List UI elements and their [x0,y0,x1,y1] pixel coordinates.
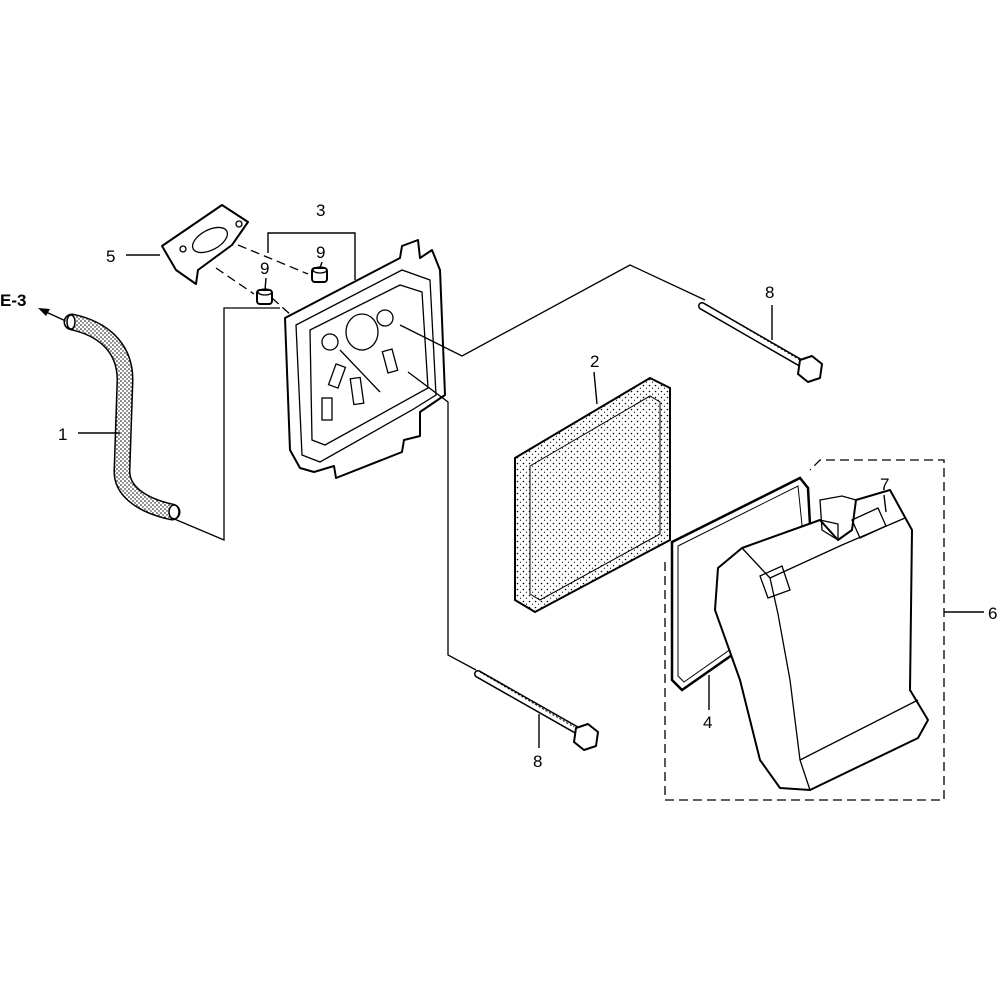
air-filter-element [514,376,671,614]
leader-9-lower [264,277,267,291]
leader-7 [883,494,887,513]
assembly-bracket [664,459,945,801]
lower-bolt-guide [407,371,477,671]
air-cleaner-case [284,239,446,479]
upper-bolt-guide [399,264,706,357]
callout-4: 4 [703,713,712,732]
bolt-lower [474,670,599,751]
hose-connection-line [171,307,280,541]
gasket [161,204,249,285]
callout-6: 6 [988,604,997,623]
collar-lower [256,288,273,305]
reference-arrowhead [38,308,50,316]
callout-9-upper: 9 [316,243,325,262]
breather-hose [63,313,181,521]
callout-8-lower: 8 [533,752,542,771]
bolt-upper [698,302,823,383]
reference-e3: E-3 [0,291,69,323]
collar-upper-guide [237,244,309,275]
collar-lower-guide [215,267,255,295]
callout-3: 3 [316,201,325,220]
callout-9-lower: 9 [260,259,269,278]
leader-3-bracket [267,232,356,280]
air-cleaner-cover [714,489,929,791]
callout-1: 1 [58,425,67,444]
collar-to-case-guide [271,297,293,317]
callout-7: 7 [880,475,889,494]
collar-upper [311,266,328,283]
callout-8-upper: 8 [765,283,774,302]
callout-2: 2 [590,352,599,371]
leader-2 [593,371,598,405]
leader-9-upper [319,261,323,269]
callout-5: 5 [106,247,115,266]
reference-label: E-3 [0,291,26,310]
